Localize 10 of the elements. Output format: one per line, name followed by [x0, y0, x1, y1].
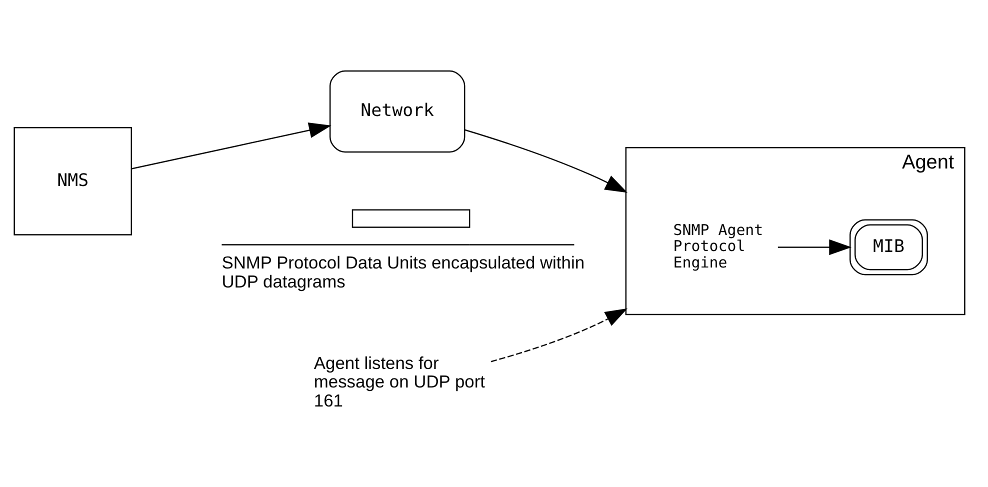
legend-label: SNMP Protocol Data Units encapsulated within UDP datagrams [221, 252, 584, 292]
node-text: SNMP Agent Protocol Engine [672, 220, 763, 272]
arrow [464, 129, 628, 193]
node-text: Agent listens for message on UDP port 161 [313, 352, 484, 410]
arrow [490, 308, 628, 362]
node-box: MIB [849, 219, 928, 276]
node-box: Network [328, 70, 465, 153]
arrow [777, 239, 852, 256]
arrow [131, 122, 331, 170]
node-box: NMS [13, 127, 132, 236]
